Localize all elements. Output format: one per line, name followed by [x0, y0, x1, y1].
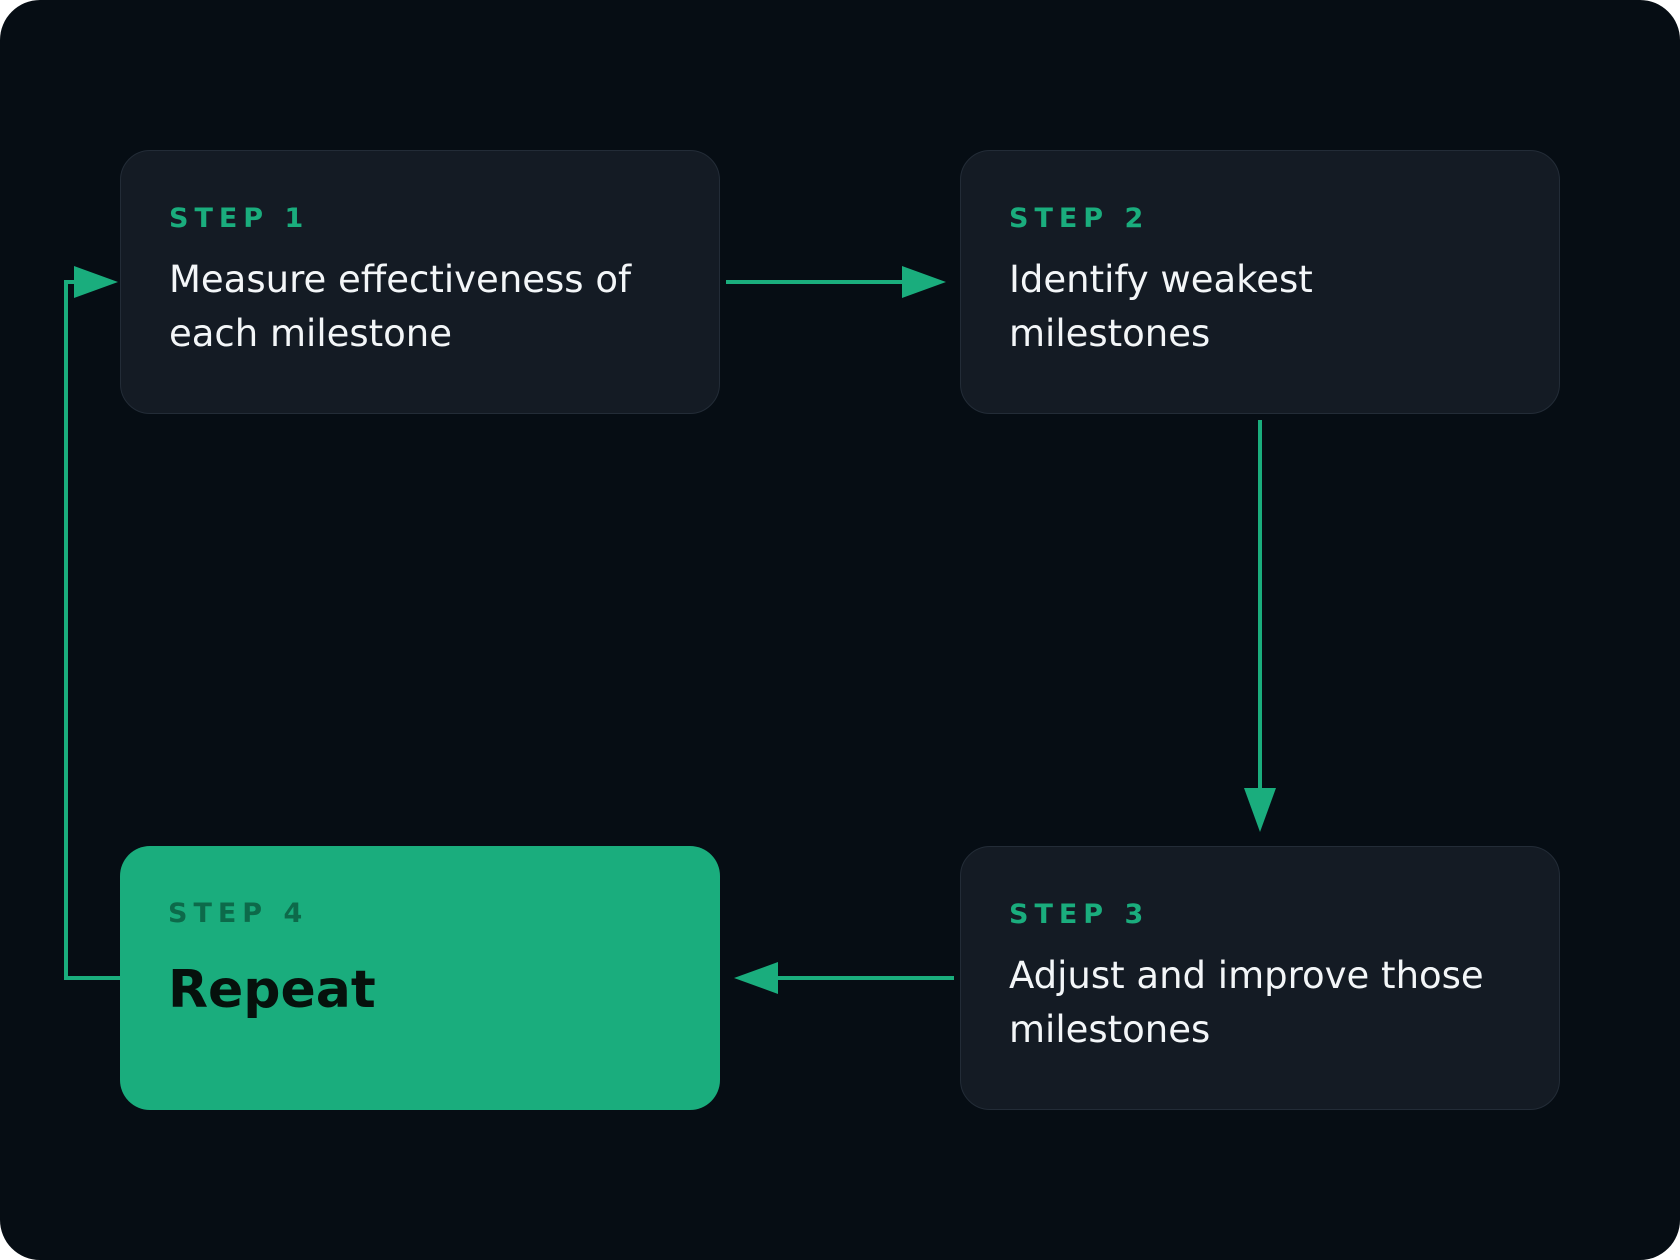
arrowhead-right-step2	[902, 266, 946, 298]
step-1-text: Measure effectiveness of each milestone	[169, 258, 632, 355]
arrowhead-right-step1	[74, 266, 118, 298]
arrowhead-down-step3	[1244, 788, 1276, 832]
arrowhead-left-step4	[734, 962, 778, 994]
connector-step4-to-step1	[64, 280, 120, 980]
step-4-text: Repeat	[168, 960, 376, 1020]
step-3-text: Adjust and improve those milestones	[1009, 954, 1484, 1051]
step-4-card: STEP 4 Repeat	[120, 846, 720, 1110]
step-1-card: STEP 1 Measure effectiveness of each mil…	[120, 150, 720, 414]
step-2-card: STEP 2 Identify weakest milestones	[960, 150, 1560, 414]
step-4-label: STEP 4	[168, 898, 309, 929]
step-2-label: STEP 2	[1009, 203, 1150, 234]
step-2-text: Identify weakest milestones	[1009, 258, 1313, 355]
step-3-label: STEP 3	[1009, 899, 1150, 930]
step-3-card: STEP 3 Adjust and improve those mileston…	[960, 846, 1560, 1110]
step-1-label: STEP 1	[169, 203, 310, 234]
